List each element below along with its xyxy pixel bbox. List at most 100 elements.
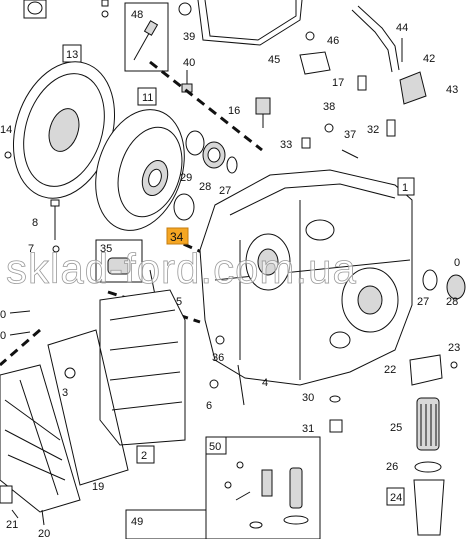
highlight-34 <box>166 227 189 245</box>
label-23: 23 <box>448 342 460 354</box>
bolt-38 <box>324 123 334 133</box>
washer-30 <box>329 395 341 403</box>
kit-bolt-1 <box>236 461 244 469</box>
bracket-45 <box>299 51 331 75</box>
label-42: 42 <box>423 53 435 65</box>
label-5: 5 <box>176 296 182 308</box>
kit-oring <box>283 515 309 525</box>
label-17: 17 <box>332 77 344 89</box>
filter-element-25 <box>416 397 440 451</box>
valve-body <box>99 289 186 446</box>
bolt-46 <box>305 31 315 41</box>
label-27a: 27 <box>219 185 231 197</box>
bolt-36 <box>215 335 225 345</box>
dashed-leader-top <box>149 60 263 152</box>
housing-edge-top <box>229 183 396 216</box>
label-16: 16 <box>228 105 240 117</box>
label-3: 3 <box>62 387 68 399</box>
label-22: 22 <box>384 364 396 376</box>
sensor-16 <box>255 97 271 115</box>
label-28a: 28 <box>199 181 211 193</box>
bolt-top-head <box>101 0 109 7</box>
washer-7 <box>52 245 60 253</box>
seal-29 <box>173 193 195 221</box>
washer-3 <box>64 367 76 379</box>
housing-boss-2 <box>329 331 351 349</box>
flex-plate-hub <box>48 108 80 152</box>
label-2: 2 <box>141 450 147 462</box>
label-31: 31 <box>302 423 314 435</box>
bolt-8-head <box>50 199 60 207</box>
label-38: 38 <box>323 101 335 113</box>
bolt-21 <box>11 509 19 519</box>
label-43: 43 <box>446 84 458 96</box>
bolt-39-head <box>178 2 192 16</box>
label-46: 46 <box>327 35 339 47</box>
kit-filter <box>289 467 303 509</box>
pipe-line <box>197 0 303 46</box>
housing-bore-left-inner <box>257 248 279 276</box>
label-27b: 27 <box>417 296 429 308</box>
bolt-37 <box>341 149 359 159</box>
label-25: 25 <box>390 422 402 434</box>
label-20: 20 <box>38 528 50 539</box>
filter-head-22 <box>409 354 443 386</box>
washer-6 <box>209 379 219 389</box>
label-14: 14 <box>0 124 12 136</box>
bracket-42 <box>399 71 427 105</box>
label-0: 0 <box>454 257 460 269</box>
label-45: 45 <box>268 54 280 66</box>
torque-converter-bore <box>148 168 162 188</box>
transmission-housing <box>199 169 413 386</box>
label-0a: 0 <box>0 309 6 321</box>
label-6: 6 <box>206 400 212 412</box>
seal-top <box>185 130 205 156</box>
label-36: 36 <box>212 352 224 364</box>
pin-48-head <box>143 20 159 36</box>
label-37: 37 <box>344 129 356 141</box>
side-cover-ribs <box>4 379 66 496</box>
label-13: 13 <box>66 49 78 61</box>
housing-rib <box>214 259 411 281</box>
label-26: 26 <box>386 461 398 473</box>
filter-element-ribs <box>420 404 437 446</box>
callout-box-8-edge <box>0 485 13 504</box>
bolt-20 <box>41 509 45 526</box>
bolt-23 <box>450 361 458 369</box>
label-11: 11 <box>142 92 153 104</box>
bolt-top <box>101 10 109 18</box>
bolt-14 <box>4 151 12 159</box>
pipe-line-2 <box>204 0 297 41</box>
label-29: 29 <box>180 172 192 184</box>
filter-housing-24 <box>413 479 445 536</box>
label-28b: 28 <box>446 296 458 308</box>
seal-28b <box>446 274 466 300</box>
label-24: 24 <box>390 492 402 504</box>
label-40: 40 <box>183 57 195 69</box>
kit-part <box>261 469 273 497</box>
part-35 <box>107 257 131 275</box>
plug-17 <box>357 75 367 91</box>
kit-pin <box>235 491 251 501</box>
seal-28-inner <box>207 147 221 163</box>
label-35: 35 <box>100 243 112 255</box>
housing-bore-right-inner <box>357 285 383 315</box>
side-cover <box>0 364 81 513</box>
left-bolts <box>9 310 31 336</box>
gasket-19 <box>47 329 129 486</box>
watermark: sklad-ford.com.ua <box>6 245 357 292</box>
label-32: 32 <box>367 124 379 136</box>
plug-31 <box>329 419 343 433</box>
callout-box-2 <box>136 445 155 464</box>
housing-boss <box>305 219 335 241</box>
pipe-right-2 <box>357 5 400 71</box>
plug-32 <box>386 119 396 137</box>
kit-bolt-2 <box>224 481 232 489</box>
label-44: 44 <box>396 22 408 34</box>
label-21: 21 <box>6 519 18 531</box>
label-1: 1 <box>402 182 408 194</box>
spring-4 <box>237 364 245 406</box>
label-34: 34 <box>170 230 184 244</box>
